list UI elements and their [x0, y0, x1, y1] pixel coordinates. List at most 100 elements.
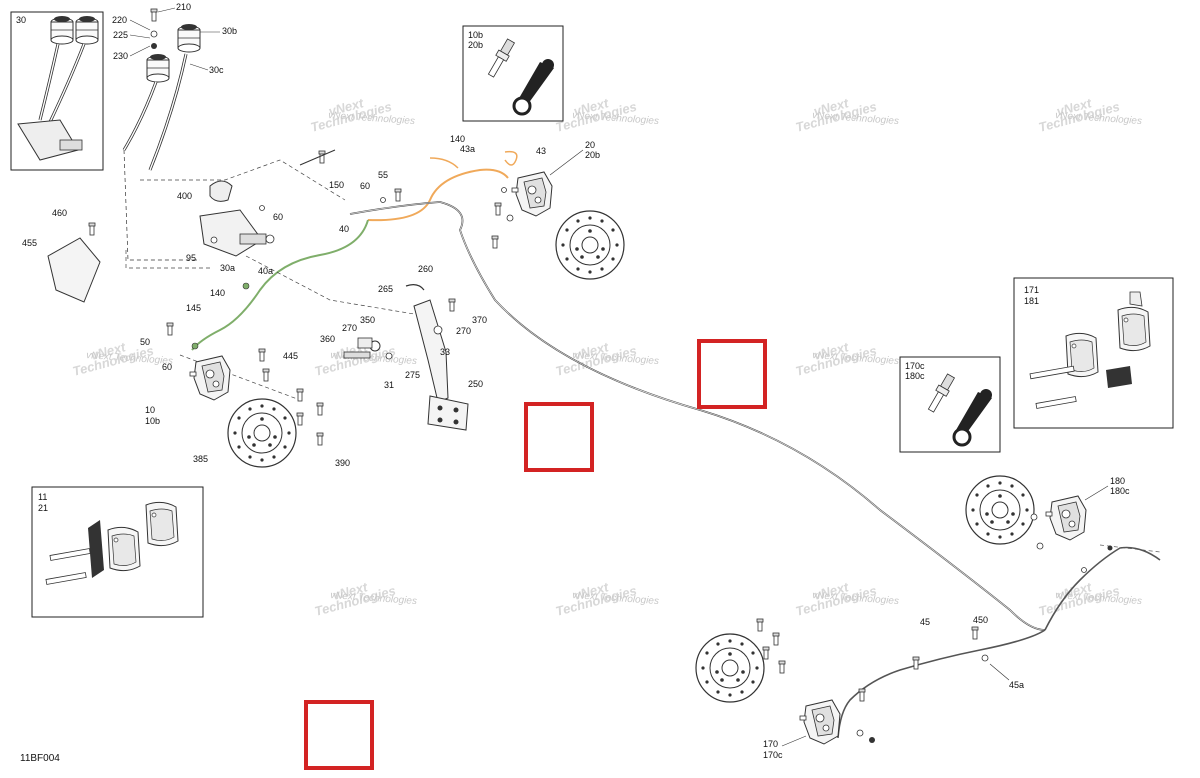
brake-pad-icon: [1117, 306, 1151, 352]
svg-text:10b: 10b: [468, 30, 483, 40]
highlight-box: [304, 700, 374, 770]
callout-label: 50: [140, 337, 150, 347]
brake-pad-icon: [145, 501, 179, 547]
callout-label: 140: [210, 288, 225, 298]
callout-label: 30a: [220, 263, 235, 273]
callout-label: 180c: [1110, 486, 1130, 496]
callout-label: 10b: [145, 416, 160, 426]
inset-bleeder-rear: 170c 180c: [899, 356, 1001, 453]
reservoir-icon: [177, 23, 201, 53]
caliper-icon: [1045, 495, 1087, 541]
caliper-front-left: [166, 322, 324, 468]
svg-text:180c: 180c: [905, 371, 925, 381]
reservoir-icon: [75, 15, 99, 45]
callout-label: 455: [22, 238, 37, 248]
watermark: vNext Technologies vNext Technologies: [1037, 579, 1142, 619]
highlight-box: [524, 402, 594, 472]
callout-label: 60: [273, 212, 283, 222]
callout-label: 210: [176, 2, 191, 12]
watermark: vNext Technologies vNext Technologies: [1037, 95, 1142, 135]
caliper-icon: [799, 699, 841, 745]
brake-pedal: [343, 284, 469, 431]
callout-label: 460: [52, 208, 67, 218]
callout-label: 40a: [258, 266, 273, 276]
callout-label: 43a: [460, 144, 475, 154]
callout-label: 445: [283, 351, 298, 361]
callout-label: 20: [585, 140, 595, 150]
callout-label: 225: [113, 30, 128, 40]
watermark: vNext Technologies vNext Technologies: [794, 95, 899, 135]
callout-label: 170c: [763, 750, 783, 760]
caliper-icon: [511, 171, 553, 217]
callout-label: 145: [186, 303, 201, 313]
bleeder-screw-icon: [487, 38, 516, 78]
callout-label: 60: [162, 362, 172, 372]
reservoir-guard: [47, 222, 101, 303]
brake-lines: [191, 150, 1161, 739]
callout-label: 31: [384, 380, 394, 390]
svg-text:21: 21: [38, 503, 48, 513]
callout-label: 220: [112, 15, 127, 25]
callout-label: 400: [177, 191, 192, 201]
callouts: 210 220 225 230 30b 30c 140 43a 43 20 20…: [22, 2, 1130, 760]
highlight-box: [697, 339, 767, 409]
callout-label: 60: [360, 181, 370, 191]
caliper-rear-left: [695, 618, 989, 745]
caliper-front-right: [491, 171, 625, 280]
inset-pads-front: 11 21: [31, 486, 204, 618]
callout-label: 150: [329, 180, 344, 190]
watermark: vNext Technologies vNext Technologies: [794, 339, 899, 379]
diagram-id: 11BF004: [20, 753, 60, 764]
callout-label: 265: [378, 284, 393, 294]
master-cylinder-assembly: [122, 8, 201, 261]
caliper-rear-right: [965, 475, 1113, 573]
callout-label: 230: [113, 51, 128, 61]
watermark: vNext Technologies vNext Technologies: [71, 339, 173, 379]
callout-label: 360: [320, 334, 335, 344]
callout-label: 180: [1110, 476, 1125, 486]
callout-label: 140: [450, 134, 465, 144]
callout-label: 43: [536, 146, 546, 156]
watermark: vNext Technologies vNext Technologies: [313, 579, 417, 619]
rotor-icon: [555, 210, 625, 280]
callout-label: 33: [440, 347, 450, 357]
callout-label: 30: [16, 15, 26, 25]
svg-text:171: 171: [1024, 285, 1039, 295]
caliper-icon: [189, 355, 231, 401]
svg-text:170c: 170c: [905, 361, 925, 371]
watermark-group: vNext Technologies vNext Technologies vN…: [71, 95, 1142, 619]
rotor-icon: [965, 475, 1035, 545]
watermark: vNext Technologies vNext Technologies: [309, 95, 415, 135]
callout-label: 350: [360, 315, 375, 325]
reservoir-icon: [146, 53, 170, 83]
callout-label: 45: [920, 617, 930, 627]
callout-label: 40: [339, 224, 349, 234]
rotor-icon: [695, 633, 765, 703]
callout-label: 30b: [222, 26, 237, 36]
callout-label: 10: [145, 405, 155, 415]
inset-bleeder-front: 10b 20b: [462, 25, 564, 122]
callout-label: 450: [973, 615, 988, 625]
svg-text:11: 11: [38, 492, 47, 502]
callout-label: 390: [335, 458, 350, 468]
callout-label: 170: [763, 739, 778, 749]
callout-label: 95: [186, 253, 196, 263]
pedal-icon: [427, 395, 469, 431]
callout-label: 270: [456, 326, 471, 336]
master-cylinder-main: [199, 149, 402, 290]
reservoir-icon: [50, 15, 74, 45]
bleeder-screw-icon: [927, 373, 956, 413]
callout-label: 385: [193, 454, 208, 464]
callout-label: 20b: [585, 150, 600, 160]
watermark: vNext Technologies vNext Technologies: [554, 95, 659, 135]
watermark: vNext Technologies vNext Technologies: [794, 579, 899, 619]
svg-text:20b: 20b: [468, 40, 483, 50]
leader-lines: [129, 7, 1109, 747]
callout-label: 275: [405, 370, 420, 380]
callout-label: 270: [342, 323, 357, 333]
brake-pad-icon: [107, 526, 141, 572]
inset-master-cylinder: 30: [10, 11, 104, 171]
callout-label: 260: [418, 264, 433, 274]
callout-label: 30c: [209, 65, 224, 75]
